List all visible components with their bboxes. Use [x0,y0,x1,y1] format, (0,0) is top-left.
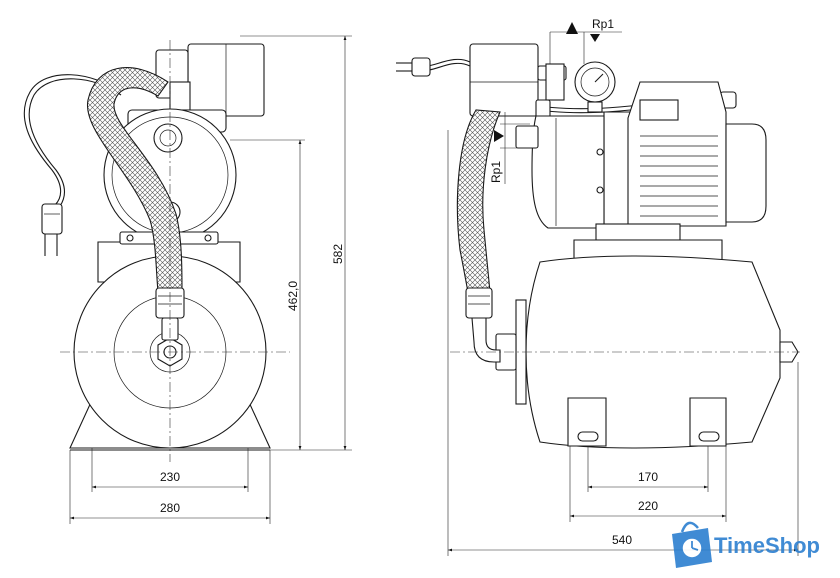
cooling-fins [640,135,718,217]
pressure-switch-side [469,43,737,123]
dim-centre-height: 462,0 [286,281,300,311]
dim-foot-spacing-front: 230 [160,470,180,484]
motor [603,81,767,229]
outlet-thread-label: Rp1 [592,17,614,31]
suction-hose-side [456,109,501,363]
dim-overall-length-side: 540 [612,533,632,547]
side-view: Rp1 Rp1 170 220 540 [396,17,800,556]
pump-head-side [515,115,681,241]
clock-bag-icon [672,521,712,568]
watermark-brand: TimeShop [714,533,820,558]
dim-base-depth-side: 220 [638,499,658,513]
power-cable [23,74,122,256]
front-view: 582 462,0 230 280 [23,35,352,524]
front-dimensions: 582 462,0 230 280 [69,35,352,524]
outlet-arrow-icon [566,22,578,34]
inlet-thread-label: Rp1 [489,161,503,183]
dim-base-width-front: 280 [160,501,180,515]
inlet-arrow-icon [494,130,504,142]
plug-icon [41,203,63,235]
dim-overall-height: 582 [331,244,345,264]
pressure-switch [155,43,265,117]
timeshop-watermark: TimeShop [672,521,820,568]
inlet-thread-dimension: Rp1 [489,112,530,184]
side-dimensions: 170 220 540 [447,130,799,556]
plug-side-icon [411,57,431,77]
dim-foot-spacing-side: 170 [638,470,658,484]
outlet-thread-dimension: Rp1 [549,17,622,64]
